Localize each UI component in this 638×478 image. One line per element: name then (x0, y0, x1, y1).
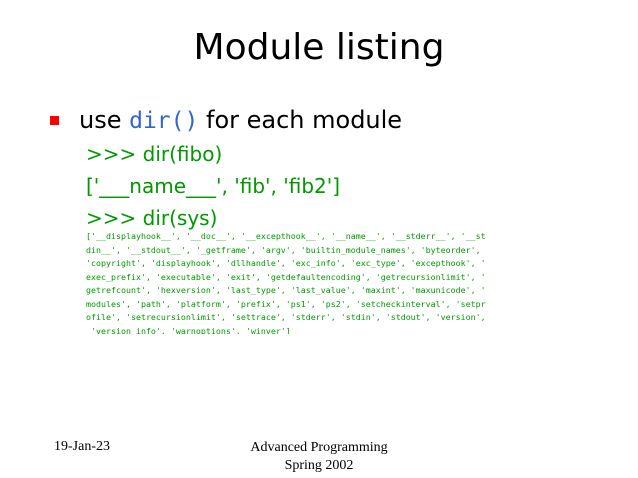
footer-course-term: Spring 2002 (284, 458, 354, 473)
output-line: ofile', 'setrecursionlimit', 'settrace',… (86, 312, 486, 322)
output-line: 'version_info', 'warnoptions', 'winver'] (86, 325, 291, 335)
footer-course-name: Advanced Programming (250, 440, 388, 455)
output-line: getrefcount', 'hexversion', 'last_type',… (86, 285, 486, 295)
bullet-prefix: use (79, 105, 130, 134)
bullet-text: use dir() for each module (79, 105, 402, 136)
code-line-dir-sys: >>> dir(sys) (86, 206, 218, 230)
code-line-fibo-result: ['___name___', 'fib', 'fib2'] (86, 174, 341, 198)
code-line-dir-fibo: >>> dir(fibo) (86, 142, 223, 166)
slide-title: Module listing (193, 27, 445, 68)
inline-code-dir: dir() (129, 107, 199, 134)
output-line: exec_prefix', 'executable', 'exit', 'get… (86, 271, 486, 282)
footer-date: 19-Jan-23 (54, 439, 110, 454)
sys-dir-output: ['__displayhook__', '__doc__', '__except… (86, 230, 512, 334)
footer-course: Advanced Programming Spring 2002 (206, 439, 432, 475)
bullet-suffix: for each module (198, 105, 403, 134)
output-line: 'copyright', 'displayhook', 'dllhandle',… (86, 258, 486, 268)
output-line: din__', '__stdout__', '_getframe', 'argv… (86, 244, 481, 255)
output-line: ['__displayhook__', '__doc__', '__except… (86, 231, 486, 241)
square-bullet-icon (50, 115, 59, 125)
output-line: modules', 'path', 'platform', 'prefix', … (86, 298, 486, 309)
bullet-item: use dir() for each module (50, 104, 402, 136)
